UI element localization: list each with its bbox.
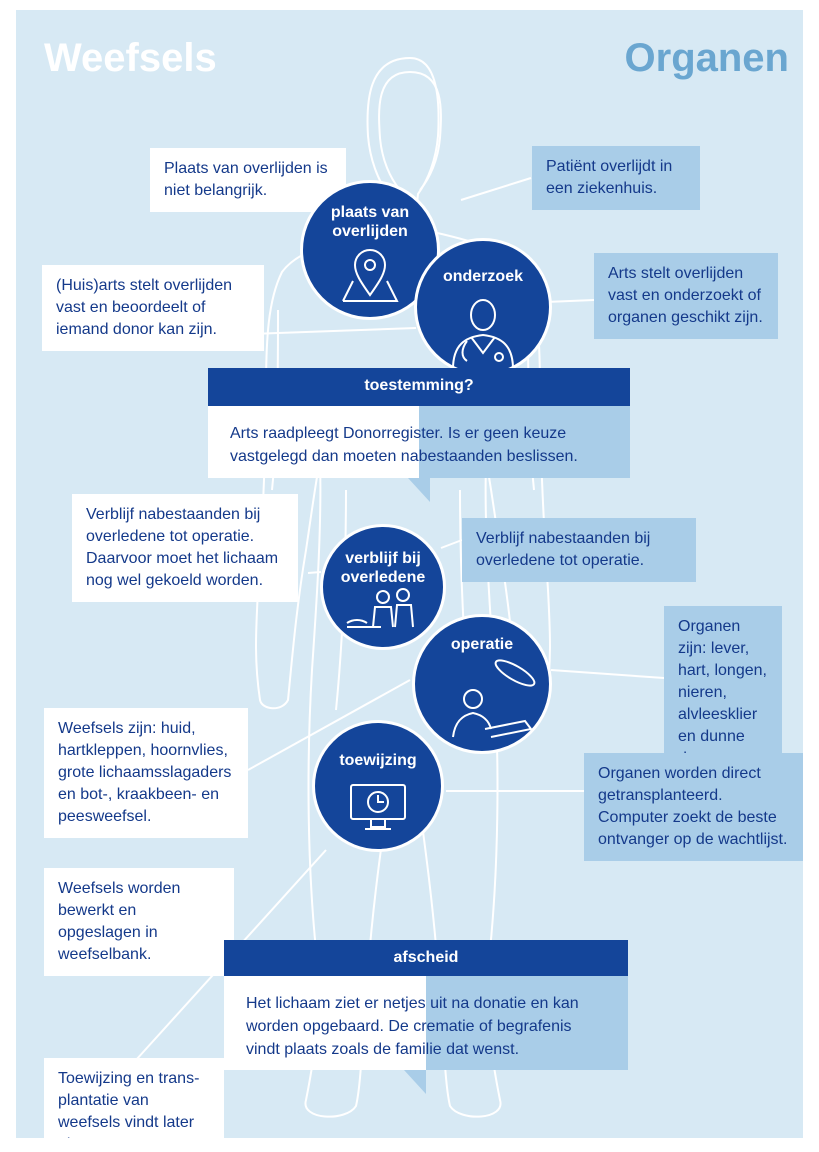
- afscheid-text: Het lichaam ziet er netjes uit na donati…: [224, 976, 628, 1070]
- circle-label-plaats: plaats van overlijden: [330, 204, 410, 240]
- left-box-plaats: Plaats van overlijden is niet belangrijk…: [150, 148, 346, 212]
- right-box-toewijzing: Organen worden direct getransplanteerd. …: [584, 753, 803, 861]
- left-box-bewerkt: Weefsels worden bewerkt en opgeslagen in…: [44, 868, 234, 976]
- afscheid-heading: afscheid: [224, 940, 628, 976]
- right-box-organen: Organen zijn: lever, hart, longen, niere…: [664, 606, 782, 780]
- left-box-onderzoek: (Huis)arts stelt overlijden vast en beoo…: [42, 265, 264, 351]
- title-weefsels: Weefsels: [44, 36, 217, 80]
- connector-line: [247, 679, 411, 771]
- map-pin-icon: [342, 249, 399, 302]
- circle-label-toewijzing: toewijzing: [339, 752, 417, 769]
- right-box-verblijf: Verblijf nabestaanden bij overledene tot…: [462, 518, 696, 582]
- infographic-panel: Weefsels Organen Plaats van overlijden i…: [16, 10, 803, 1138]
- connector-line: [550, 669, 665, 679]
- mourners-icon: [346, 588, 414, 628]
- circle-onderzoek: onderzoek: [414, 238, 552, 376]
- left-box-toewijzing: Toewijzing en trans-plantatie van weefse…: [44, 1058, 224, 1138]
- left-box-verblijf: Verblijf nabestaanden bij overledene tot…: [72, 494, 298, 602]
- doctor-icon: [452, 299, 514, 370]
- connector-line: [307, 571, 322, 574]
- title-organen: Organen: [624, 36, 789, 80]
- toestemming-heading: toestemming?: [208, 368, 630, 406]
- connector-line: [545, 299, 595, 303]
- right-box-plaats: Patiënt overlijdt in een ziekenhuis.: [532, 146, 700, 210]
- left-box-weefsels: Weefsels zijn: huid, hartkleppen, hoornv…: [44, 708, 248, 838]
- circle-verblijf: verblijf bij overledene: [320, 524, 446, 650]
- toestemming-text: Arts raadpleegt Donorregister. Is er gee…: [208, 406, 630, 478]
- connector-line: [440, 539, 463, 549]
- circle-label-operatie: operatie: [450, 636, 514, 653]
- connector-line: [460, 177, 532, 201]
- afscheid-pointer: [404, 1070, 426, 1094]
- computer-clock-icon: [350, 784, 406, 830]
- circle-toewijzing: toewijzing: [312, 720, 444, 852]
- circle-label-verblijf: verblijf bij overledene: [340, 550, 426, 586]
- toestemming-pointer: [408, 478, 430, 502]
- right-box-onderzoek: Arts stelt overlijden vast en onderzoekt…: [594, 253, 778, 339]
- surgeon-icon: [452, 659, 536, 738]
- circle-operatie: operatie: [412, 614, 552, 754]
- circle-label-onderzoek: onderzoek: [442, 268, 523, 285]
- connector-line: [250, 327, 417, 335]
